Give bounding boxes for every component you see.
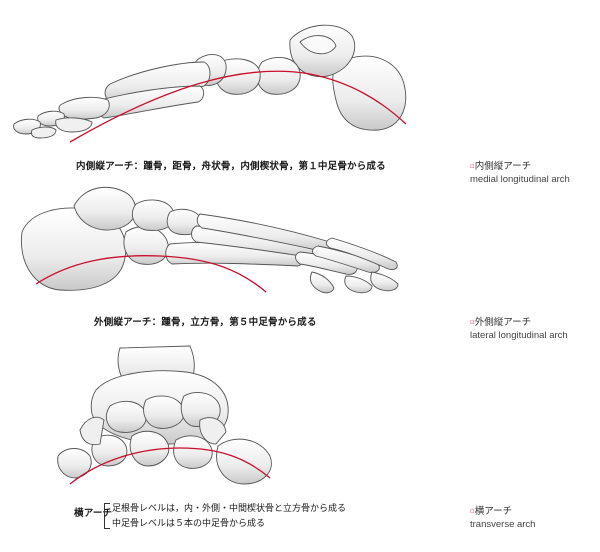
medial-label-en: medial longitudinal arch bbox=[470, 174, 570, 185]
label-marker-icon: ▫ bbox=[470, 507, 475, 515]
transverse-arch-caption-head: 横アーチ bbox=[74, 508, 113, 519]
lateral-arch-label: ▫外側縦アーチ lateral longitudinal arch bbox=[470, 316, 568, 342]
transverse-caption-line2: 中足骨レベルは５本の中足骨から成る bbox=[112, 519, 266, 529]
medial-arch-label: ▫内側縦アーチ medial longitudinal arch bbox=[470, 160, 570, 186]
lateral-label-en: lateral longitudinal arch bbox=[470, 330, 568, 341]
transverse-foot-bones bbox=[57, 345, 272, 485]
transverse-caption-line1: 足根骨レベルは，内・外側・中間楔状骨と立方骨から成る bbox=[112, 504, 347, 514]
medial-arch-caption: 内側縦アーチ：踵骨，距骨，舟状骨，内側楔状骨，第１中足骨から成る bbox=[76, 161, 386, 172]
lateral-arch-caption: 外側縦アーチ：踵骨，立方骨，第５中足骨から成る bbox=[94, 317, 317, 328]
label-marker-icon: ▫ bbox=[470, 318, 475, 326]
transverse-caption-bracket bbox=[104, 503, 110, 529]
lateral-label-ja: 外側縦アーチ bbox=[474, 317, 532, 328]
medial-foot-bones bbox=[13, 24, 407, 139]
lateral-arch-curve bbox=[35, 255, 267, 293]
medial-label-ja: 内側縦アーチ bbox=[474, 161, 532, 172]
transverse-arch-curve bbox=[69, 447, 271, 485]
transverse-arch-label: ▫横アーチ transverse arch bbox=[470, 505, 535, 531]
transverse-label-en: transverse arch bbox=[470, 519, 536, 530]
label-marker-icon: ▫ bbox=[470, 162, 475, 170]
medial-arch-curve bbox=[69, 70, 407, 143]
transverse-label-ja: 横アーチ bbox=[474, 506, 513, 517]
lateral-foot-bones bbox=[20, 186, 399, 294]
